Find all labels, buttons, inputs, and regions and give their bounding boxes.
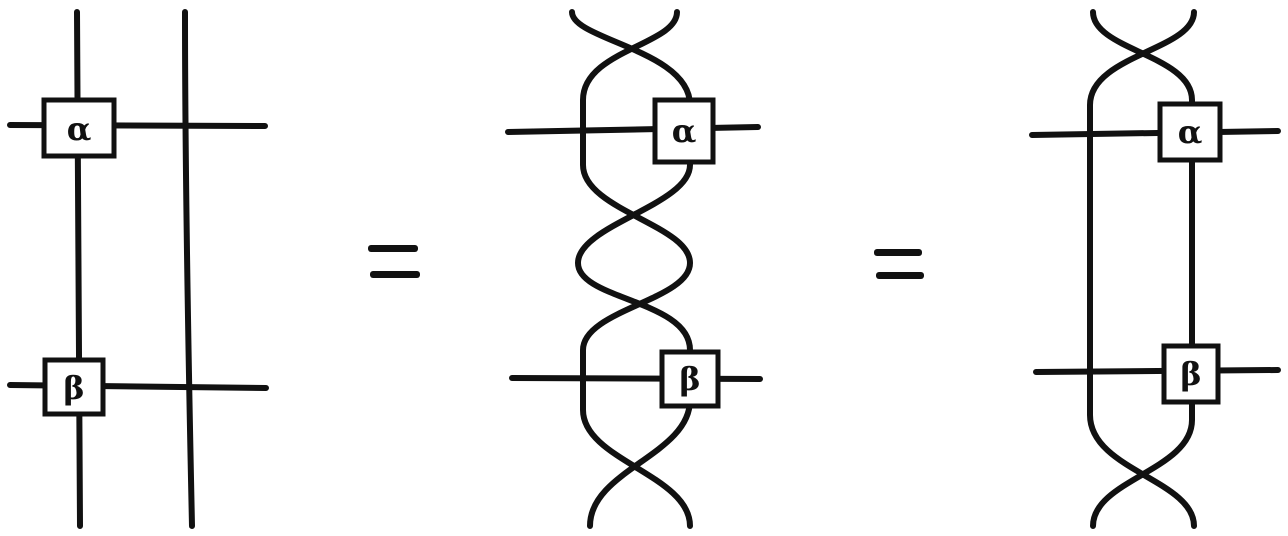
middle-beta-box: β: [659, 349, 721, 409]
middle-alpha-box: α: [652, 97, 716, 165]
right-alpha-label: α: [1178, 113, 1203, 151]
right-beta-label: β: [1180, 355, 1201, 393]
left-alpha-label: α: [67, 110, 92, 148]
left-beta-label: β: [63, 369, 84, 407]
middle-alpha-label: α: [672, 112, 697, 150]
right-horizontal-wire-bottom: [1033, 367, 1281, 375]
middle-beta-label: β: [679, 360, 700, 398]
middle-horizontal-wire-bottom: [509, 375, 763, 382]
left-alpha-box: α: [41, 97, 117, 159]
left-beta-box: β: [42, 357, 106, 417]
left-diagram: α β: [7, 9, 269, 529]
right-strand-a: [1090, 9, 1195, 529]
equals-sign-1: [368, 245, 420, 278]
middle-horizontal-wire-top: [505, 124, 761, 135]
equals-sign-2: [874, 249, 924, 279]
middle-strand-a: [569, 9, 693, 529]
left-strand-2: [182, 9, 195, 529]
right-alpha-box: α: [1157, 101, 1223, 163]
right-beta-box: β: [1161, 343, 1221, 405]
middle-diagram: α β: [505, 9, 763, 529]
right-horizontal-wire-top: [1029, 128, 1281, 138]
middle-strand-b: [580, 9, 693, 529]
right-diagram: α β: [1029, 9, 1281, 529]
right-strand-b: [1087, 9, 1197, 529]
left-strand-1: [74, 9, 83, 529]
